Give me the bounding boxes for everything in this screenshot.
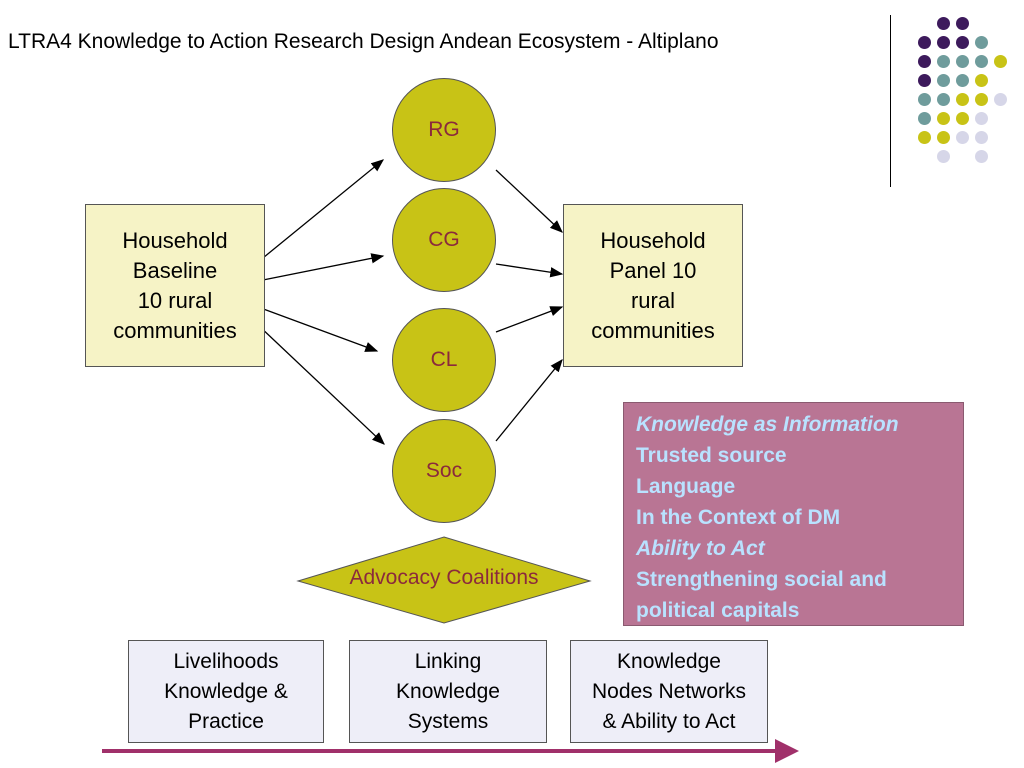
group-rg-label: RG	[428, 118, 460, 141]
slide-title: LTRA4 Knowledge to Action Research Desig…	[8, 30, 719, 53]
household-baseline-text: Household Baseline 10 rural communities	[113, 227, 237, 343]
knowledge-info-box: Knowledge as Information Trusted source …	[623, 402, 964, 626]
stage-livelihoods-text: Livelihoods Knowledge & Practice	[164, 649, 288, 733]
decorative-dot	[994, 93, 1007, 106]
info-line-ability-to-act: Ability to Act	[636, 537, 765, 560]
decorative-dot	[918, 112, 931, 125]
household-baseline-box: Household Baseline 10 rural communities	[85, 204, 265, 367]
decorative-dot	[956, 55, 969, 68]
arrow-baseline-to-cg	[257, 253, 385, 282]
stage-nodes-box: Knowledge Nodes Networks & Ability to Ac…	[570, 640, 768, 743]
group-cl-circle: CL	[392, 308, 496, 412]
decorative-dot	[937, 131, 950, 144]
decorative-dot	[975, 36, 988, 49]
decorative-dot	[918, 74, 931, 87]
group-cl-label: CL	[430, 348, 458, 371]
group-cg-circle: CG	[392, 188, 496, 292]
group-soc-label: Soc	[425, 459, 463, 482]
decorative-dot	[937, 55, 950, 68]
decorative-dot	[937, 112, 950, 125]
advocacy-diamond	[296, 536, 592, 624]
decorative-dot	[918, 93, 931, 106]
info-line-knowledge-as-information: Knowledge as Information	[636, 413, 899, 436]
decorative-dot	[975, 150, 988, 163]
decorative-dot	[975, 93, 988, 106]
group-cg-label: CG	[428, 228, 460, 251]
info-line-context-dm: In the Context of DM	[636, 506, 841, 529]
stage-livelihoods-box: Livelihoods Knowledge & Practice	[128, 640, 324, 743]
stage-linking-box: Linking Knowledge Systems	[349, 640, 547, 743]
stage-nodes-text: Knowledge Nodes Networks & Ability to Ac…	[591, 649, 747, 733]
decorative-dot	[937, 150, 950, 163]
arrow-rg-to-panel	[495, 169, 563, 233]
decorative-dot	[918, 36, 931, 49]
stage-linking-text: Linking Knowledge Systems	[396, 649, 500, 733]
household-panel-box: Household Panel 10 rural communities	[563, 204, 743, 367]
decorative-dot	[975, 112, 988, 125]
decorative-dot	[937, 36, 950, 49]
advocacy-coalitions-label: Advocacy Coalitions	[349, 566, 539, 589]
decorative-dot	[956, 112, 969, 125]
group-rg-circle: RG	[392, 78, 496, 182]
group-soc-circle: Soc	[392, 419, 496, 523]
info-line-strengthening: Strengthening social and	[636, 568, 887, 591]
decorative-dot	[975, 131, 988, 144]
arrow-baseline-to-rg	[257, 159, 385, 263]
arrow-baseline-to-cl	[257, 306, 379, 352]
info-line-political-capitals: political capitals	[636, 599, 800, 622]
arrow-soc-to-panel	[495, 358, 563, 442]
arrow-baseline-to-soc	[257, 324, 385, 445]
decorative-dot	[937, 74, 950, 87]
decorative-dot	[956, 74, 969, 87]
info-line-language: Language	[636, 475, 736, 498]
decorative-dot	[975, 74, 988, 87]
arrow-cl-to-panel	[495, 306, 564, 333]
decorative-dot	[956, 36, 969, 49]
decorative-dot	[956, 131, 969, 144]
decorative-dot	[918, 55, 931, 68]
decorative-dot	[975, 55, 988, 68]
decorative-dot	[994, 55, 1007, 68]
decorative-dot	[937, 17, 950, 30]
decorative-dot	[956, 93, 969, 106]
household-panel-text: Household Panel 10 rural communities	[591, 227, 715, 343]
decorative-dot	[937, 93, 950, 106]
info-line-trusted-source: Trusted source	[636, 444, 787, 467]
decorative-dot	[918, 131, 931, 144]
decorative-dot	[956, 17, 969, 30]
title-divider	[890, 15, 891, 187]
arrow-cg-to-panel	[495, 263, 564, 278]
